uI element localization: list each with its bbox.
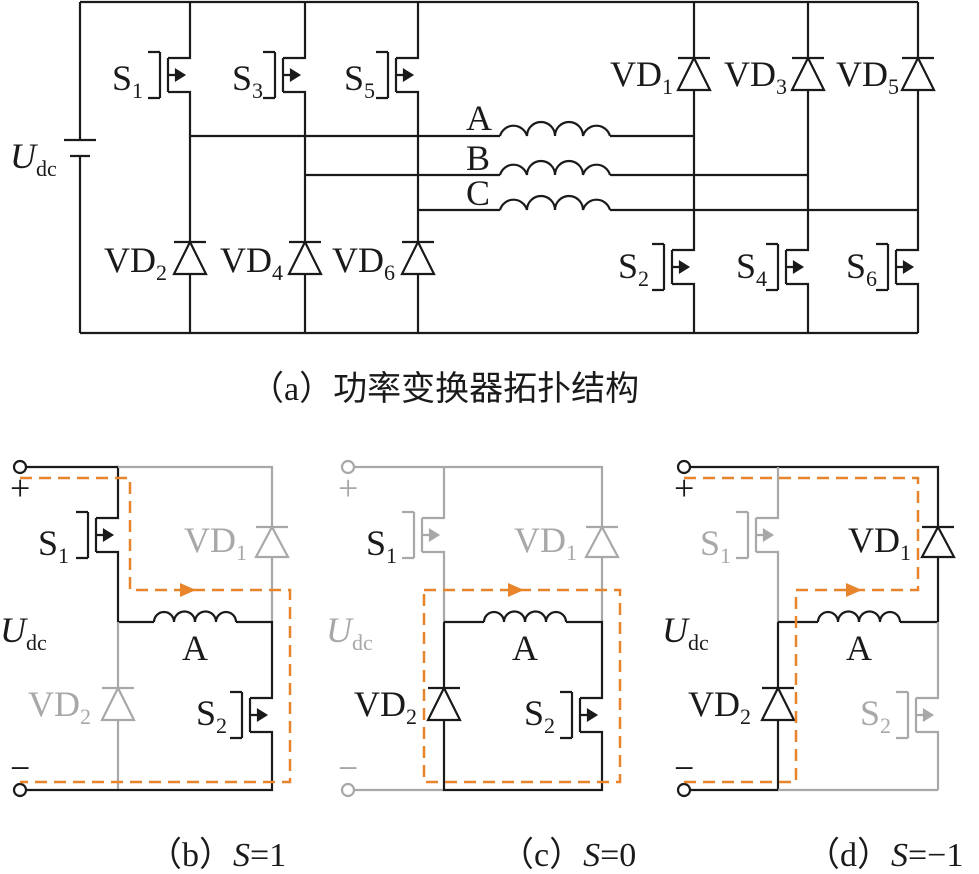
- source-label-c: Udc: [326, 610, 373, 655]
- s3-label-a: S3: [232, 58, 263, 103]
- left-legs: [148, 2, 436, 333]
- panel-b: + − Udc S1 VD1 A VD2 S2 （b）S=1: [0, 459, 292, 874]
- caption-b: （b）S=1: [148, 836, 286, 874]
- current-arrow-b: [180, 583, 196, 597]
- phase-label-d: A: [846, 628, 872, 668]
- phase-b-label: B: [466, 138, 490, 178]
- vd2-label-c: VD2: [354, 684, 417, 729]
- dc-rails: [78, 0, 918, 335]
- vd2-label-d: VD2: [688, 684, 751, 729]
- vd1-diode-c: [584, 524, 620, 559]
- vd2-diode-c: [426, 685, 462, 722]
- vd6-label-a: VD6: [332, 240, 395, 285]
- vd1-diode-d: [920, 524, 956, 559]
- vd3-diode-a: [790, 55, 826, 92]
- source-label-b: Udc: [0, 610, 47, 655]
- s1-label-b: S1: [38, 523, 69, 568]
- current-arrow-d: [846, 583, 862, 597]
- dc-source-symbol: [64, 138, 96, 158]
- s2-mosfet-c: [560, 680, 604, 750]
- phase-label-b: A: [182, 628, 208, 668]
- vd2-label-b: VD2: [28, 684, 91, 729]
- vd5-diode-a: [900, 55, 936, 92]
- vd1-label-c: VD1: [514, 520, 577, 565]
- s6-label-a: S6: [846, 246, 877, 291]
- vd1-diode-b: [254, 524, 290, 559]
- phase-windings: [190, 120, 918, 212]
- phase-c-label: C: [466, 173, 490, 213]
- s1-mosfet-b: [76, 500, 120, 570]
- current-arrow-c: [508, 583, 524, 597]
- minus-label-c: −: [338, 748, 358, 788]
- s3-mosfet-a: [263, 40, 307, 110]
- caption-d: （d）S=−1: [806, 836, 963, 874]
- s1-label-d: S1: [700, 523, 731, 568]
- minus-label-b: −: [10, 748, 30, 788]
- vd2-diode-d: [760, 685, 796, 722]
- plus-label-c: +: [338, 468, 358, 508]
- vd2-label-a: VD2: [104, 240, 167, 285]
- vd1-label-d: VD1: [848, 520, 911, 565]
- s2-label-b: S2: [196, 693, 227, 738]
- vd4-label-a: VD4: [220, 240, 283, 285]
- vd1-label-b: VD1: [184, 520, 247, 565]
- vd4-diode-a: [287, 239, 323, 276]
- source-label-d: Udc: [662, 610, 709, 655]
- caption-a: （a）功率变换器拓扑结构: [250, 370, 639, 408]
- vd1-label-a: VD1: [610, 54, 673, 99]
- s1-mosfet-a: [148, 40, 192, 110]
- current-path-b: [20, 476, 292, 784]
- s1-label-a: S1: [112, 58, 143, 103]
- plus-label-d: +: [674, 468, 694, 508]
- vd2-diode-b: [100, 685, 136, 722]
- s2-label-d: S2: [860, 693, 891, 738]
- current-path-c: [422, 588, 622, 784]
- s6-mosfet-a: [876, 232, 920, 302]
- vd1-diode-a: [676, 55, 712, 92]
- minus-label-d: −: [674, 748, 694, 788]
- s2-mosfet-a: [652, 232, 696, 302]
- s2-label-a: S2: [618, 246, 649, 291]
- s2-mosfet-d: [896, 680, 940, 750]
- s5-label-a: S5: [344, 58, 375, 103]
- s4-label-a: S4: [736, 246, 767, 291]
- vd3-label-a: VD3: [724, 54, 787, 99]
- s2-label-c: S2: [524, 693, 555, 738]
- panel-c: + − Udc S1 VD1 A VD2 S2 （c）S=0: [326, 459, 636, 874]
- source-label-a: Udc: [10, 136, 57, 181]
- caption-c: （c）S=0: [500, 836, 636, 874]
- vd6-diode-a: [400, 239, 436, 276]
- right-legs: [652, 2, 936, 333]
- vd2-diode-a: [172, 239, 208, 276]
- s5-mosfet-a: [376, 40, 420, 110]
- plus-label-b: +: [10, 468, 30, 508]
- s1-label-c: S1: [366, 523, 397, 568]
- phase-a-label: A: [466, 98, 492, 138]
- s1-mosfet-c: [402, 500, 446, 570]
- phase-label-c: A: [512, 628, 538, 668]
- s1-mosfet-d: [736, 500, 780, 570]
- panel-d: + − Udc S1 VD1 A VD2 S2 （d）S=−1: [662, 459, 963, 874]
- s2-mosfet-b: [230, 680, 274, 750]
- vd5-label-a: VD5: [836, 54, 899, 99]
- panel-a-topology: Udc S1 S3 S5 VD2 VD4 VD6 VD1 VD3 VD5 S2 …: [10, 0, 936, 408]
- s4-mosfet-a: [766, 232, 810, 302]
